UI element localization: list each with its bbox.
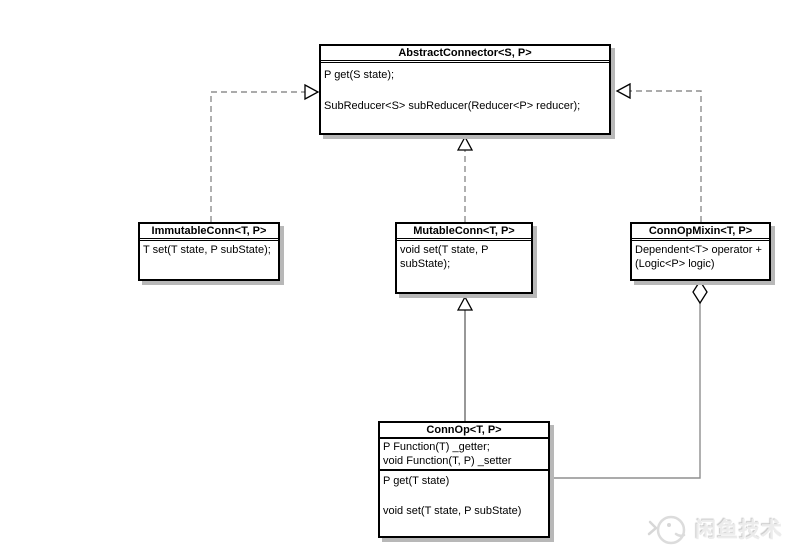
class-box-immutable-conn: ImmutableConn<T, P> T set(T state, P sub… [138, 222, 280, 281]
hollow-triangle-arrow-icon [456, 135, 474, 151]
hollow-triangle-arrow-icon [615, 82, 631, 100]
member-line: T set(T state, P subState); [143, 244, 271, 256]
class-fields: P Function(T) _getter; void Function(T, … [380, 439, 548, 471]
class-box-abstract-connector: AbstractConnector<S, P> P get(S state); … [319, 44, 611, 135]
member-line: SubReducer<S> subReducer(Reducer<P> redu… [324, 100, 581, 112]
realization-line-connopmixin-abstractconnector [630, 90, 702, 222]
fish-logo-icon [647, 515, 686, 545]
method-line: P get(T state) [383, 475, 450, 487]
class-members: T set(T state, P subState); [140, 241, 278, 257]
class-title: MutableConn<T, P> [397, 224, 531, 241]
hollow-triangle-arrow-icon [304, 83, 320, 101]
watermark: 闲鱼技术 [646, 505, 792, 553]
class-title: AbstractConnector<S, P> [321, 46, 609, 63]
member-line: Dependent<T> operator +(Logic<P> logic) [635, 244, 762, 270]
field-line: void Function(T, P) _setter [383, 455, 512, 467]
hollow-triangle-arrow-icon [456, 295, 474, 311]
class-box-conn-op-mixin: ConnOpMixin<T, P> Dependent<T> operator … [630, 222, 771, 281]
realization-line-immutableconn-abstractconnector [210, 91, 305, 222]
member-line: void set(T state, P subState); [400, 244, 489, 270]
class-members: void set(T state, P subState); [397, 241, 531, 271]
aggregation-line-connopmixin-connop [552, 303, 701, 479]
class-title: ImmutableConn<T, P> [140, 224, 278, 241]
class-title: ConnOpMixin<T, P> [632, 224, 769, 241]
hollow-diamond-icon [692, 279, 708, 305]
class-members: P get(S state); SubReducer<S> subReducer… [321, 63, 609, 113]
class-box-conn-op: ConnOp<T, P> P Function(T) _getter; void… [378, 421, 550, 538]
member-line: P get(S state); [324, 69, 395, 81]
class-title: ConnOp<T, P> [380, 423, 548, 439]
class-methods: P get(T state) void set(T state, P subSt… [380, 471, 548, 518]
method-line: void set(T state, P subState) [383, 505, 522, 517]
watermark-text: 闲鱼技术 [695, 519, 783, 542]
class-box-mutable-conn: MutableConn<T, P> void set(T state, P su… [395, 222, 533, 294]
class-members: Dependent<T> operator +(Logic<P> logic) [632, 241, 769, 271]
field-line: P Function(T) _getter; [383, 441, 490, 453]
